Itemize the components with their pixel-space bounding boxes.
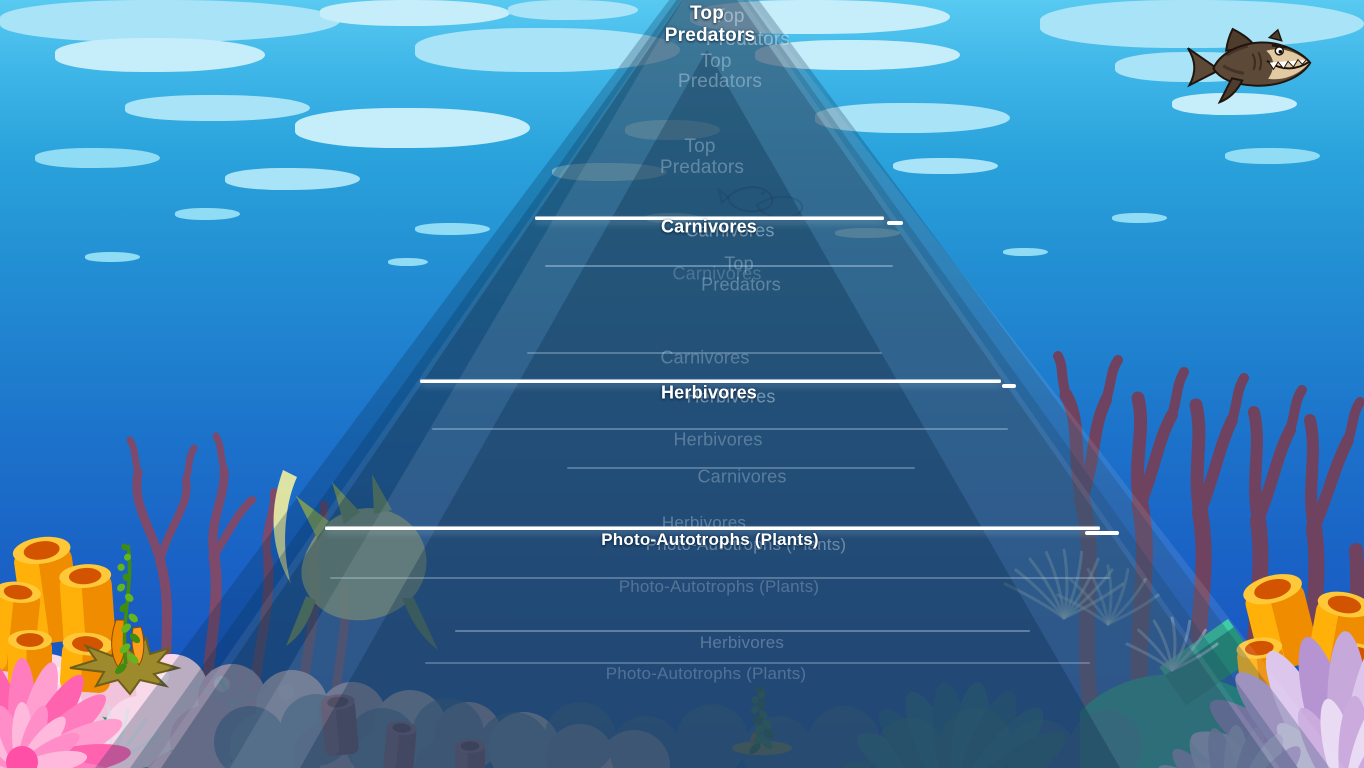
surface-highlight bbox=[55, 38, 265, 72]
anemone-lavender bbox=[1158, 631, 1364, 768]
divider-line-dash bbox=[1002, 384, 1016, 388]
surface-highlight bbox=[893, 158, 998, 174]
ghost-label-herbivores: Herbivores bbox=[673, 429, 763, 450]
surface-highlight bbox=[388, 258, 428, 266]
ghost-label-carnivores: Carnivores bbox=[685, 220, 775, 241]
tropical-fish bbox=[273, 470, 438, 650]
tube-coral bbox=[383, 721, 417, 768]
ghost-divider-line bbox=[425, 662, 1090, 664]
surface-highlight bbox=[295, 108, 530, 148]
ghost-label-top: Top bbox=[713, 6, 745, 27]
surface-highlight bbox=[815, 103, 1010, 133]
surface-highlight bbox=[508, 0, 638, 20]
surface-highlight bbox=[415, 28, 680, 72]
divider-line bbox=[420, 380, 1001, 383]
surface-highlight bbox=[1040, 0, 1364, 48]
surface-highlight bbox=[625, 120, 720, 140]
surface-highlight bbox=[1225, 148, 1320, 164]
surface-highlight bbox=[175, 208, 240, 220]
surface-highlight bbox=[85, 252, 140, 262]
tube-coral bbox=[320, 694, 359, 756]
ghost-divider-line bbox=[330, 577, 1110, 579]
ghost-label-top: Top bbox=[724, 253, 754, 274]
ghost-label-predators: Predators bbox=[701, 274, 781, 295]
shark-icon bbox=[1187, 27, 1312, 104]
seaweed-center bbox=[732, 686, 792, 755]
teal-anemone-dim bbox=[842, 681, 1066, 768]
ghost-divider-line bbox=[527, 352, 882, 354]
ghost-label-herbivores: Herbivores bbox=[699, 633, 785, 652]
tube-coral bbox=[455, 739, 485, 768]
surface-highlight bbox=[35, 148, 160, 168]
seafloor-bumps bbox=[214, 694, 1142, 768]
ghost-divider-line bbox=[567, 467, 915, 469]
ghost-label-photo-autotrophs-plants: Photo-Autotrophs (Plants) bbox=[605, 664, 807, 683]
anemone-pink bbox=[0, 658, 131, 768]
surface-highlight bbox=[690, 0, 950, 34]
divider-line bbox=[535, 217, 884, 220]
divider-line-dash bbox=[1085, 531, 1119, 535]
ghost-label-carnivores: Carnivores bbox=[697, 466, 787, 487]
pyramid-label-photo-autotrophs-plants[interactable]: Photo-Autotrophs (Plants) bbox=[601, 530, 819, 549]
ghost-label-carnivores: Carnivores bbox=[672, 263, 762, 284]
ghost-label-herbivores: Herbivores bbox=[686, 386, 776, 407]
ghost-label-predators: Predators bbox=[659, 157, 745, 178]
surface-highlight bbox=[1003, 248, 1048, 256]
ghost-label-predators: Predators bbox=[677, 71, 763, 92]
ghost-divider-line bbox=[545, 265, 893, 267]
ghost-divider-line bbox=[455, 630, 1030, 632]
surface-highlight bbox=[755, 40, 960, 70]
surface-highlight bbox=[320, 0, 510, 26]
ghost-label-top: Top bbox=[684, 136, 716, 157]
surface-highlight bbox=[1112, 213, 1167, 223]
surface-highlight bbox=[552, 163, 667, 181]
pyramid-label-carnivores[interactable]: Carnivores bbox=[660, 216, 758, 237]
ghost-label-photo-autotrophs-plants: Photo-Autotrophs (Plants) bbox=[645, 535, 847, 554]
pyramid-label-predators[interactable]: Predators bbox=[664, 25, 756, 46]
surface-highlight bbox=[0, 0, 340, 42]
divider-line-dash bbox=[887, 221, 903, 225]
surface-highlight bbox=[125, 95, 310, 121]
ghost-label-carnivores: Carnivores bbox=[660, 347, 750, 368]
surface-highlight bbox=[415, 223, 490, 235]
ghost-label-predators: Predators bbox=[705, 29, 791, 50]
seaweed-left bbox=[69, 543, 182, 696]
divider-line bbox=[325, 527, 1100, 530]
ghost-label-photo-autotrophs-plants: Photo-Autotrophs (Plants) bbox=[618, 577, 820, 596]
ghost-divider-line bbox=[432, 428, 1008, 430]
surface-highlight bbox=[835, 228, 900, 238]
pyramid-label-herbivores[interactable]: Herbivores bbox=[660, 382, 758, 403]
surface-highlight bbox=[1172, 93, 1297, 115]
ghost-label-top: Top bbox=[700, 51, 732, 72]
surface-highlight bbox=[225, 168, 360, 190]
pyramid-label-top[interactable]: Top bbox=[689, 3, 725, 24]
